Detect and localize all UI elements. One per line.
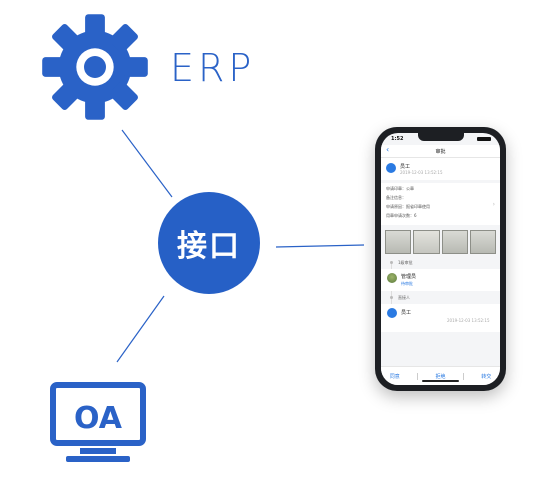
field-reason: 申请原因：报省印章使用 (386, 204, 430, 209)
transfer-button[interactable]: 转交 (481, 373, 492, 380)
status-time: 1:52 (391, 136, 404, 142)
attachment-thumb[interactable] (413, 230, 440, 254)
interface-hub: 接口 (158, 192, 260, 294)
applicant-time: 2019-12-03 13:52:15 (400, 170, 443, 175)
applicant-name: 员工 (400, 164, 411, 170)
cc-label: 直接人 (398, 295, 410, 300)
approver-name: 管理员 (401, 274, 417, 280)
agree-button[interactable]: 同意 (389, 373, 400, 380)
oa-label: OA (74, 401, 123, 436)
avatar (386, 163, 396, 173)
divider (417, 372, 419, 380)
request-info[interactable]: 申请印章：公章 备注信息： 申请原因：报省印章使用 用章申请次数：6 › (381, 183, 500, 225)
gear-icon (42, 14, 148, 120)
line-hub-oa (116, 295, 165, 363)
phone-mockup: 1:52 ‹ 审批 员工 2019-12-03 13:52:15 申请印章：公章… (375, 127, 506, 391)
approver-avatar (387, 273, 397, 283)
phone-screen: 1:52 ‹ 审批 员工 2019-12-03 13:52:15 申请印章：公章… (381, 133, 500, 385)
step-label: 1级审批 (398, 260, 413, 265)
action-toolbar: 同意 拒绝 转交 (381, 366, 500, 385)
field-count: 用章申请次数：6 (386, 213, 417, 218)
final-avatar (387, 308, 397, 318)
back-chevron-icon[interactable]: ‹ (386, 145, 390, 154)
nav-bar: ‹ 审批 (381, 145, 500, 158)
field-seal: 申请印章：公章 (386, 186, 414, 191)
phone-notch (418, 133, 464, 141)
applicant-card: 员工 2019-12-03 13:52:15 (381, 158, 500, 180)
attachment-thumbnails[interactable] (385, 230, 496, 254)
attachment-thumb[interactable] (469, 230, 496, 254)
timeline-dot (390, 261, 393, 264)
attachment-thumb[interactable] (441, 230, 468, 254)
status-bar: 1:52 (381, 133, 500, 145)
divider (462, 372, 464, 380)
timeline-line (391, 261, 392, 321)
battery-icon (477, 137, 491, 141)
home-indicator (422, 380, 459, 382)
reject-button[interactable]: 拒绝 (435, 373, 446, 380)
attachment-thumb[interactable] (385, 230, 412, 254)
erp-label: ERP (170, 46, 256, 90)
monitor-icon: OA (50, 382, 146, 462)
chevron-right-icon: › (492, 201, 495, 208)
approver-status: 待审批 (401, 281, 413, 286)
timeline-dot (390, 296, 393, 299)
approver-card: 管理员 待审批 (381, 269, 500, 291)
final-name: 员工 (401, 310, 412, 316)
field-remark: 备注信息： (386, 195, 406, 200)
final-time: 2019-12-03 13:52:15 (447, 318, 490, 323)
line-hub-phone (275, 244, 365, 248)
page-title: 审批 (435, 149, 446, 155)
line-erp-hub (121, 129, 173, 198)
final-card: 员工 2019-12-03 13:52:15 (381, 304, 500, 332)
